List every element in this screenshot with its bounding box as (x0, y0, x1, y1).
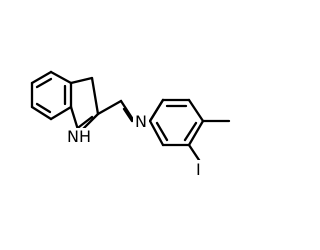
bond (30, 70, 53, 85)
bond (69, 76, 94, 85)
double-bond-inner (35, 77, 53, 89)
label-background (194, 160, 206, 178)
atom-label-n-imine: N (135, 112, 147, 131)
double-bond-inner (77, 115, 94, 129)
bond (119, 99, 136, 123)
indole-pyrrole-ring (69, 76, 100, 135)
atom-label-iodine: I (196, 160, 201, 179)
aniline-ring (148, 98, 205, 147)
structure-canvas: NH N I (30, 70, 231, 179)
double-bond-inner (155, 121, 169, 142)
label-background (68, 128, 96, 148)
label-background (133, 113, 149, 130)
bond (187, 119, 205, 147)
bond (96, 99, 123, 116)
double-bond-inner (122, 107, 134, 123)
indole-benzene-ring (30, 70, 73, 121)
bond (148, 98, 165, 123)
double-bond-inner (35, 102, 52, 114)
double-bond-inner (183, 121, 198, 142)
bond (49, 70, 73, 85)
atom-label-nh: NH (67, 127, 91, 146)
substituents (187, 119, 231, 168)
bond (49, 105, 73, 121)
bond (90, 76, 100, 116)
bond (187, 98, 205, 123)
molecule-structure: NH N I (30, 70, 231, 179)
bond (148, 119, 165, 147)
bond (30, 105, 53, 121)
